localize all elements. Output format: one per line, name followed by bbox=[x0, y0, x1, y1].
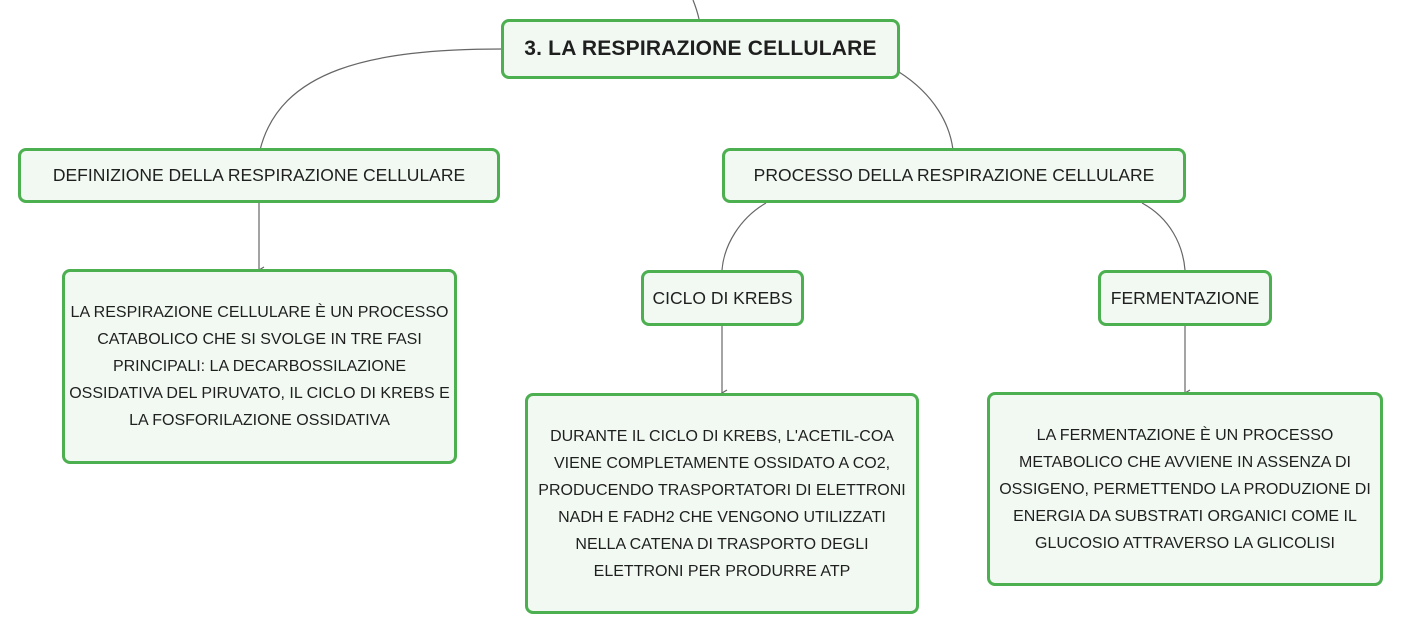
krebs-node-label: CICLO DI KREBS bbox=[652, 287, 793, 308]
processo-node-label: PROCESSO DELLA RESPIRAZIONE CELLULARE bbox=[753, 165, 1155, 185]
connector-processo-to-krebs bbox=[721, 202, 767, 271]
definizione-detail-text: LA RESPIRAZIONE CELLULARE È UN PROCESSO … bbox=[69, 304, 450, 429]
fermentazione-node[interactable]: FERMENTAZIONE bbox=[1098, 270, 1272, 326]
root-node[interactable]: 3. LA RESPIRAZIONE CELLULARE bbox=[501, 19, 900, 79]
fermentazione-node-label: FERMENTAZIONE bbox=[1110, 287, 1260, 308]
processo-node[interactable]: PROCESSO DELLA RESPIRAZIONE CELLULARE bbox=[722, 148, 1186, 203]
krebs-detail-node[interactable]: DURANTE IL CICLO DI KREBS, L'ACETIL-COA … bbox=[525, 393, 919, 614]
root-node-label: 3. LA RESPIRAZIONE CELLULARE bbox=[524, 37, 877, 60]
definizione-node-label: DEFINIZIONE DELLA RESPIRAZIONE CELLULARE bbox=[52, 165, 466, 185]
krebs-node[interactable]: CICLO DI KREBS bbox=[641, 270, 804, 326]
connector-root-to-processo bbox=[898, 71, 954, 151]
krebs-detail-text: DURANTE IL CICLO DI KREBS, L'ACETIL-COA … bbox=[538, 427, 906, 580]
fermentazione-detail-node[interactable]: LA FERMENTAZIONE È UN PROCESSO METABOLIC… bbox=[987, 392, 1383, 586]
fermentazione-detail-text: LA FERMENTAZIONE È UN PROCESSO METABOLIC… bbox=[999, 426, 1371, 552]
definizione-detail-node[interactable]: LA RESPIRAZIONE CELLULARE È UN PROCESSO … bbox=[62, 269, 457, 464]
connector-root-to-definizione bbox=[259, 48, 503, 151]
connector-processo-to-fermentazione bbox=[1141, 202, 1186, 271]
definizione-node[interactable]: DEFINIZIONE DELLA RESPIRAZIONE CELLULARE bbox=[18, 148, 500, 203]
connector-parent-to-root bbox=[692, 0, 700, 20]
